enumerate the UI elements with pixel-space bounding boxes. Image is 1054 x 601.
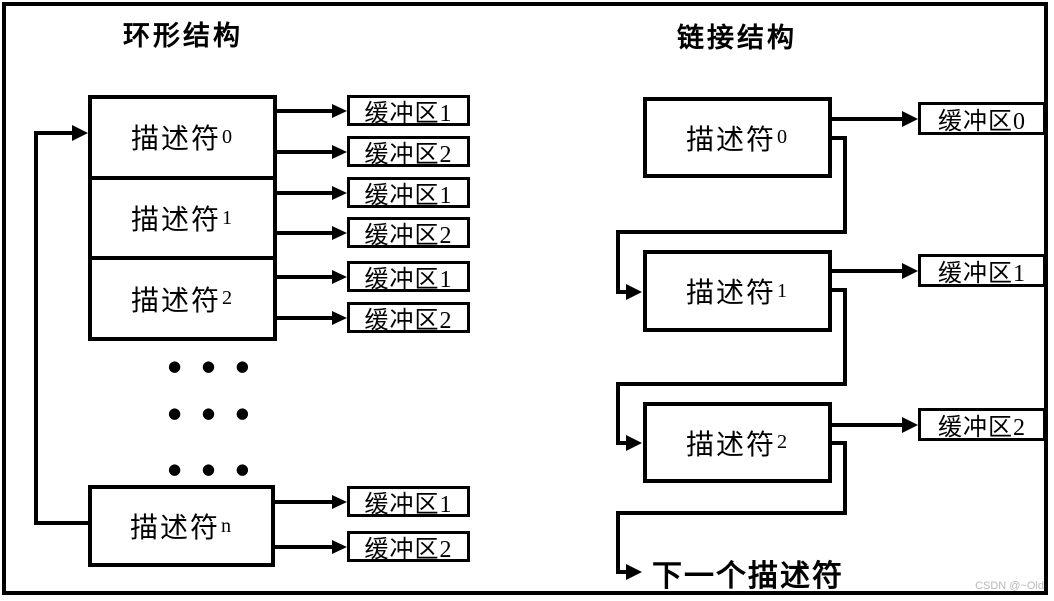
linked-structure-title: 链接结构 [677,23,797,53]
ring-buffer-2: 缓冲区2 [347,136,470,168]
descriptor-index: 0 [221,125,235,148]
descriptor-index: 2 [776,431,790,453]
ring-buffer-3: 缓冲区1 [347,177,470,209]
descriptor-label: 描述符 [685,278,776,309]
ring-buffer-6: 缓冲区2 [347,302,470,334]
next-descriptor-label: 下一个描述符 [652,560,844,593]
descriptor-index: 2 [221,287,235,310]
ring-buffer-5: 缓冲区1 [347,261,470,293]
ellipsis-row-1: ● ● ● [168,357,257,375]
linked-buffer-2: 缓冲区2 [918,408,1046,441]
descriptor-label: 描述符 [130,285,221,317]
descriptor-index: n [220,514,234,537]
descriptor-index: 1 [776,279,790,302]
watermark: CSDN @~Old [975,580,1044,592]
ellipsis-row-3: ● ● ● [168,460,257,478]
ring-buffer-4: 缓冲区2 [347,217,470,249]
linked-buffer-1: 缓冲区1 [918,254,1046,287]
descriptor-label: 描述符 [685,429,776,461]
linked-buffer-0: 缓冲区0 [918,102,1046,135]
descriptor-label: 描述符 [130,124,221,156]
descriptor-label: 描述符 [129,513,220,544]
ellipsis-row-2: ● ● ● [168,404,257,422]
descriptor-label: 描述符 [685,124,776,156]
descriptor-index: 1 [221,206,235,229]
descriptor-label: 描述符 [130,205,221,236]
ring-buffer-1: 缓冲区1 [347,95,470,127]
ring-structure-title: 环形结构 [123,21,243,51]
ring-buffer-n2: 缓冲区2 [347,531,470,563]
ring-buffer-n1: 缓冲区1 [347,486,470,518]
descriptor-index: 0 [776,126,790,148]
outer-frame [2,2,1048,595]
